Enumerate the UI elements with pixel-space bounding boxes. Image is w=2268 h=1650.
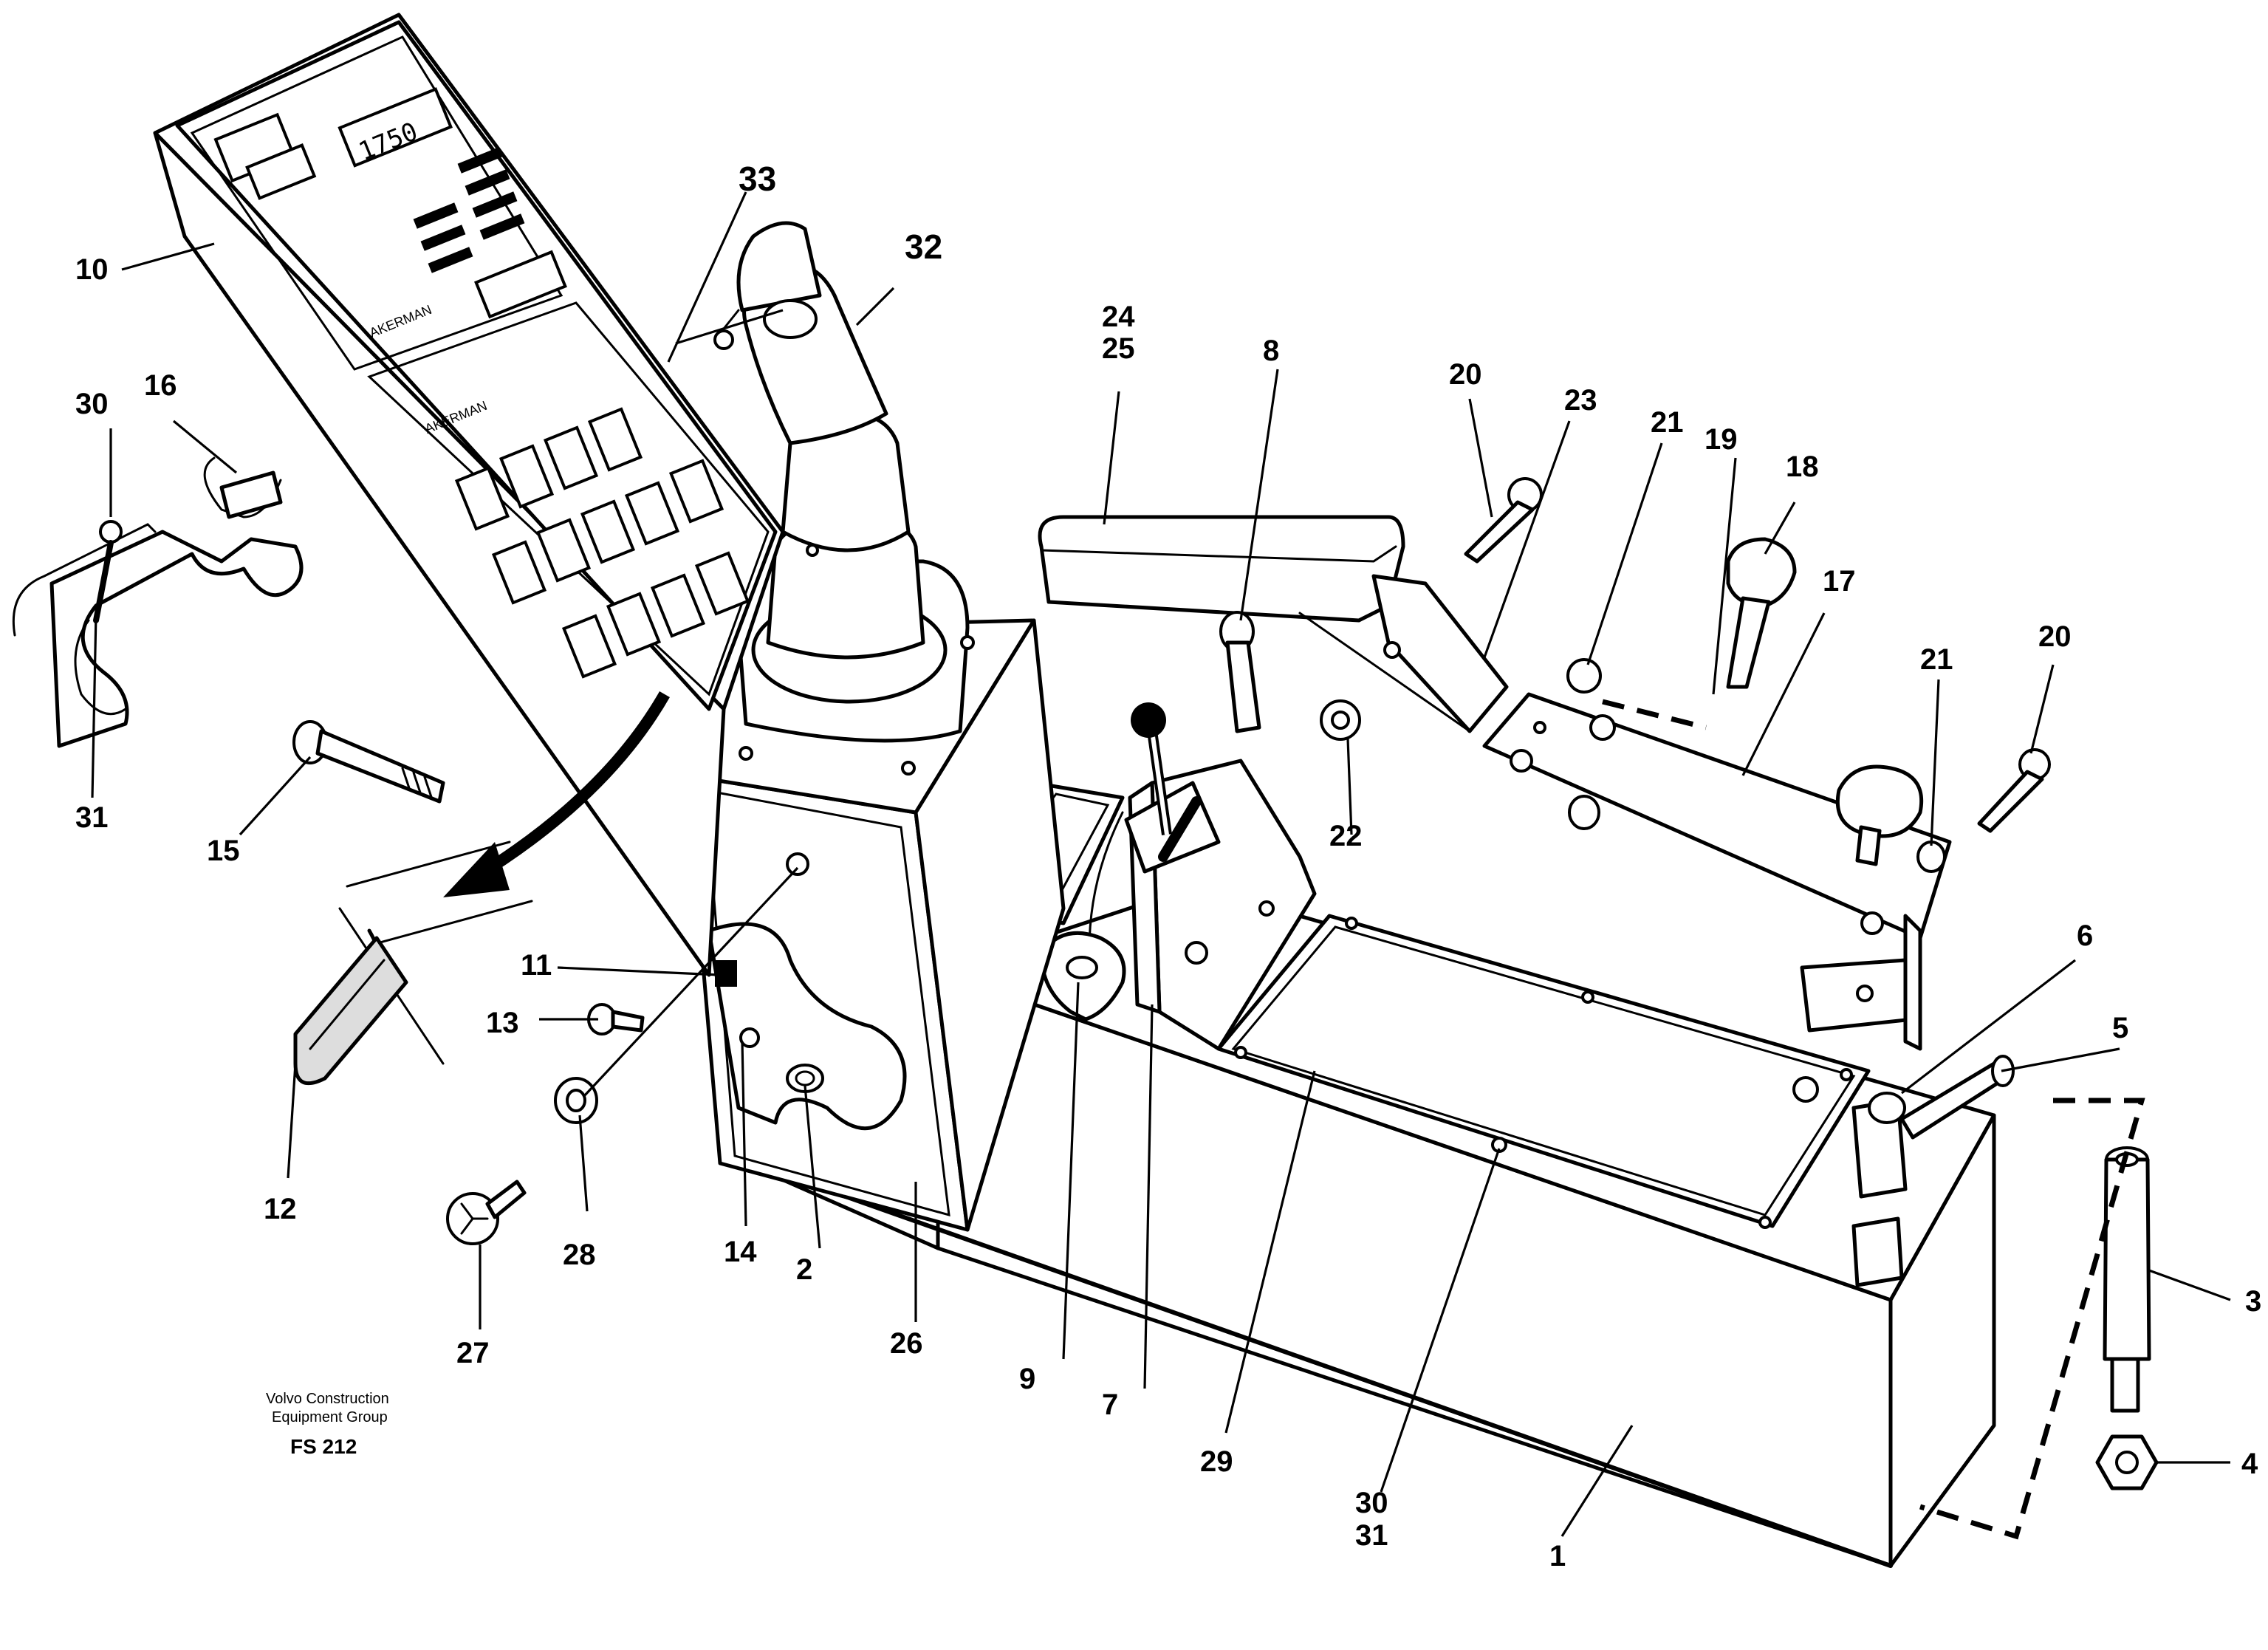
callout-3: 3	[2245, 1285, 2261, 1318]
callout-17: 17	[1823, 565, 1856, 598]
callout-13: 13	[486, 1007, 519, 1039]
bolt-20-upper	[1464, 477, 1543, 564]
dashed-reference-3-4	[1919, 1098, 2145, 1540]
callout-20-upper: 20	[1449, 358, 1482, 391]
callout-29: 29	[1200, 1445, 1233, 1478]
imprint-code: FS 212	[290, 1435, 357, 1458]
nut-22	[1320, 699, 1361, 741]
spacer-3	[2103, 1146, 2151, 1413]
imprint-line-1: Volvo Construction	[266, 1391, 389, 1407]
callout-24: 24	[1102, 301, 1135, 333]
callout-31-lower: 31	[1355, 1519, 1388, 1552]
callout-10: 10	[75, 253, 109, 286]
callout-20-lower: 20	[2038, 620, 2072, 653]
callout-28: 28	[563, 1239, 596, 1271]
bolt-8	[1219, 611, 1261, 733]
callout-9: 9	[1019, 1363, 1035, 1395]
callout-31-left: 31	[75, 801, 109, 834]
knob-18	[1726, 537, 1797, 689]
callout-30-lower: 30	[1355, 1487, 1388, 1519]
callout-4: 4	[2241, 1448, 2258, 1480]
bracket-6	[1792, 914, 1922, 1287]
callout-6: 6	[2077, 920, 2093, 952]
indicator-bars	[413, 147, 525, 273]
bolt-13	[587, 1003, 645, 1035]
joystick-tower	[685, 618, 1066, 1232]
callout-27: 27	[456, 1337, 490, 1369]
callout-7: 7	[1102, 1389, 1118, 1421]
screw-27	[446, 1180, 527, 1245]
mounting-detail-left	[12, 456, 304, 748]
callout-12: 12	[264, 1193, 297, 1225]
callout-32: 32	[905, 227, 942, 266]
callout-15: 15	[207, 835, 240, 867]
imprint-line-2: Equipment Group	[272, 1409, 388, 1425]
callout-8: 8	[1263, 335, 1279, 367]
callout-2: 2	[796, 1253, 812, 1286]
cover-plate	[1216, 914, 1871, 1229]
callout-16: 16	[144, 369, 177, 402]
callout-14: 14	[724, 1236, 757, 1268]
washers-21-19	[1566, 658, 1946, 873]
callout-22: 22	[1329, 820, 1363, 852]
joystick	[713, 221, 975, 776]
instrument-panel: 1750 AKERMAN AKERMAN	[153, 13, 785, 977]
callout-23: 23	[1564, 384, 1597, 417]
mounting-detail	[293, 841, 533, 1086]
callout-21-lower: 21	[1920, 643, 1953, 676]
callout-25: 25	[1102, 332, 1135, 365]
callout-21-upper: 21	[1651, 406, 1684, 439]
leader-lines	[91, 191, 2231, 1537]
callout-30-left: 30	[75, 388, 109, 420]
direction-arrow	[443, 691, 670, 897]
knob-lower	[1835, 764, 1924, 866]
callout-18: 18	[1786, 451, 1819, 483]
bracket-17	[1482, 692, 1952, 940]
callout-33: 33	[739, 160, 776, 198]
lock-knob	[1039, 931, 1126, 1021]
armrest	[1038, 515, 1509, 733]
callout-26: 26	[890, 1327, 923, 1360]
bolt-20-lower	[1977, 748, 2051, 833]
callout-19: 19	[1705, 423, 1738, 456]
callout-labels: 10 30 16 31 15 12 11 13 14 2 28 27 26 33…	[75, 160, 2261, 1572]
washer-28	[554, 1077, 598, 1124]
bolt-15	[292, 720, 445, 804]
nut-4	[2095, 1434, 2159, 1490]
switch-keypad	[454, 407, 750, 679]
gear-lever-housing	[1088, 702, 1317, 1051]
dashed-reference-19	[1602, 699, 1707, 730]
callout-5: 5	[2112, 1012, 2128, 1044]
callout-11: 11	[521, 949, 552, 982]
callout-1: 1	[1549, 1540, 1566, 1572]
imprint: Volvo Construction Equipment Group FS 21…	[266, 1391, 389, 1458]
